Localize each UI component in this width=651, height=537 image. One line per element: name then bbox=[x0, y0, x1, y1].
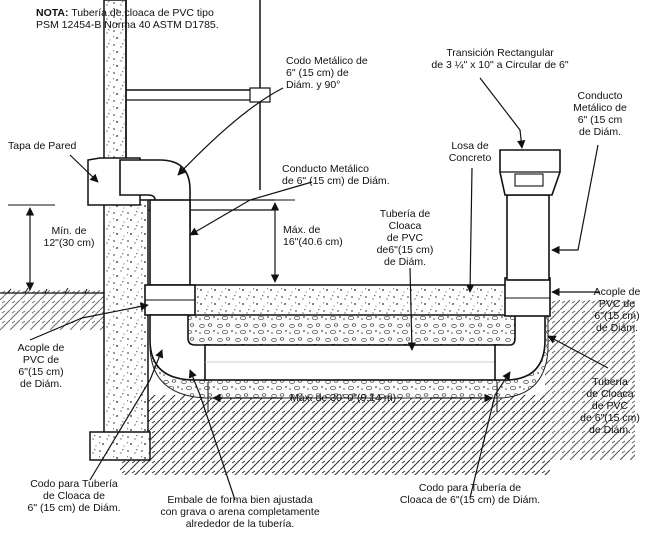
label-tuberia-right: Tubería de Cloaca de PVC de 6"(15 cm) de… bbox=[580, 376, 640, 436]
pvc-elbow-right bbox=[494, 314, 546, 381]
label-losa: Losa de Concreto bbox=[448, 140, 492, 164]
metal-duct-right bbox=[506, 194, 550, 281]
note-line2: PSM 12454-B Norma 40 ASTM D1785. bbox=[36, 19, 219, 31]
label-tapa-pared: Tapa de Pared bbox=[8, 140, 77, 152]
label-max-16: Máx. de 16"(40.6 cm) bbox=[283, 224, 343, 248]
label-transicion: Transición Rectangular de 3 ¼" x 10" a C… bbox=[431, 47, 569, 71]
pvc-coupling-right bbox=[504, 277, 551, 317]
wall-framing bbox=[103, 0, 275, 211]
label-codo-metalico: Codo Metálico de 6" (15 cm) de Diám. y 9… bbox=[286, 55, 368, 91]
note-bold: NOTA: bbox=[36, 7, 69, 19]
label-codo-left: Codo para Tubería de Cloaca de 6" (15 cm… bbox=[27, 478, 121, 514]
label-conducto-mid: Conducto Metálico de 6" (15 cm) de Diám. bbox=[282, 163, 390, 187]
note-rest: Tubería de cloaca de PVC tipo bbox=[68, 7, 214, 19]
label-acople-right: Acople de PVC de 6"(15 cm) de Diám. bbox=[593, 286, 641, 334]
note-text: NOTA: Tubería de cloaca de PVC tipo PSM … bbox=[36, 7, 219, 31]
label-max-30: Máx. de 30'-0"(9.14 m) bbox=[290, 392, 397, 404]
dimension-min-12 bbox=[8, 204, 55, 294]
metal-duct-left bbox=[149, 199, 191, 286]
pvc-pipe-horizontal bbox=[204, 344, 501, 381]
label-min-12: Mín. de 12"(30 cm) bbox=[43, 225, 95, 249]
concrete-slab bbox=[149, 284, 549, 316]
label-tuberia-center: Tubería de Cloaca de PVC de6"(15 cm) de … bbox=[376, 208, 434, 268]
label-embale: Embale de forma bien ajustada con grava … bbox=[160, 494, 320, 530]
soil-hatching bbox=[0, 290, 635, 475]
rectangular-transition bbox=[499, 149, 561, 196]
dimension-max-16 bbox=[262, 199, 295, 286]
label-codo-right: Codo para Tubería de Cloaca de 6"(15 cm)… bbox=[399, 482, 541, 506]
leader-arrows bbox=[29, 77, 609, 501]
label-acople-left: Acople de PVC de 6"(15 cm) de Diám. bbox=[17, 342, 65, 390]
dimension-max-30 bbox=[207, 382, 498, 412]
label-conducto-right: Conducto Metálico de 6" (15 cm de Diám. bbox=[573, 90, 627, 138]
